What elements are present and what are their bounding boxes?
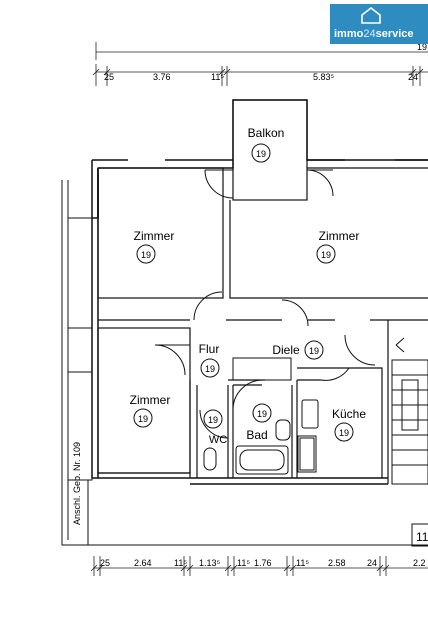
room-bad: 19 Bad — [246, 403, 272, 442]
bottom-dim-label: 25 — [100, 558, 110, 568]
corner-label: 11 — [416, 530, 428, 544]
sink-icon — [275, 419, 291, 441]
toilet-icon — [203, 447, 217, 471]
room-label: Zimmer — [319, 229, 360, 243]
room-label: WC — [209, 434, 227, 446]
room-badge: 19 — [141, 250, 151, 260]
room-label: Küche — [332, 407, 366, 421]
bottom-dim-label: 2.2 — [413, 558, 426, 568]
room-badge: 19 — [256, 149, 266, 159]
fixtures — [203, 399, 319, 475]
room-badge: 19 — [309, 346, 319, 356]
room-wc: 19 WC — [203, 409, 227, 446]
room-zimmer-2: Zimmer 19 — [316, 229, 360, 264]
bottom-dim-label: 11⁵ — [237, 558, 250, 568]
stove-icon — [297, 435, 317, 473]
top-overall-dimension: 19. — [417, 42, 428, 52]
bathtub-icon — [235, 445, 289, 475]
room-badge: 19 — [205, 364, 215, 374]
bottom-dimension-chain — [90, 556, 428, 576]
room-balkon: Balkon 19 — [248, 126, 285, 163]
top-dim-label: 3.76 — [153, 72, 171, 82]
left-exterior-wall — [61, 180, 428, 546]
bottom-dim-label: 2.58 — [328, 558, 346, 568]
room-badge: 19 — [208, 415, 218, 425]
top-dim-label: 25 — [104, 72, 114, 82]
logo-suffix: service — [375, 28, 414, 40]
room-badge: 19 — [321, 250, 331, 260]
bottom-dim-label: 1.76 — [254, 558, 272, 568]
bottom-dim-label: 11⁵ — [174, 558, 187, 568]
room-label: Bad — [246, 428, 267, 442]
room-label: Zimmer — [134, 229, 175, 243]
staircase — [391, 337, 428, 485]
top-dim-label: 24 — [408, 72, 418, 82]
brand-logo-text: immo24service — [334, 28, 414, 40]
top-dim-label: 11⁵ — [211, 72, 224, 82]
room-label: Balkon — [248, 126, 285, 140]
room-label: Zimmer — [130, 393, 171, 407]
room-label: Diele — [272, 343, 300, 357]
brand-logo — [330, 4, 428, 44]
room-zimmer-1: Zimmer 19 — [134, 229, 175, 264]
door-swings — [154, 169, 376, 439]
room-label: Flur — [199, 342, 220, 356]
room-flur: Flur 19 — [199, 342, 220, 378]
room-diele: Diele 19 — [272, 340, 324, 360]
bottom-dim-label: 1.13⁵ — [199, 558, 221, 568]
logo-highlight: 24 — [363, 28, 376, 40]
room-zimmer-3: Zimmer 19 — [130, 393, 171, 428]
top-dim-label: 5.83⁵ — [313, 72, 335, 82]
room-badge: 19 — [339, 428, 349, 438]
house-icon — [361, 6, 381, 24]
room-badge: 19 — [257, 409, 267, 419]
adjacent-building-note: Anschl. Geb. Nr. 109 — [72, 442, 82, 525]
logo-prefix: immo — [334, 28, 364, 40]
bottom-dim-label: 24 — [367, 558, 377, 568]
bottom-dim-label: 2.64 — [134, 558, 152, 568]
room-badge: 19 — [138, 414, 148, 424]
bottom-dim-label: 11⁵ — [296, 558, 309, 568]
room-kueche: Küche 19 — [332, 407, 366, 442]
top-dimension-chain — [92, 42, 428, 86]
